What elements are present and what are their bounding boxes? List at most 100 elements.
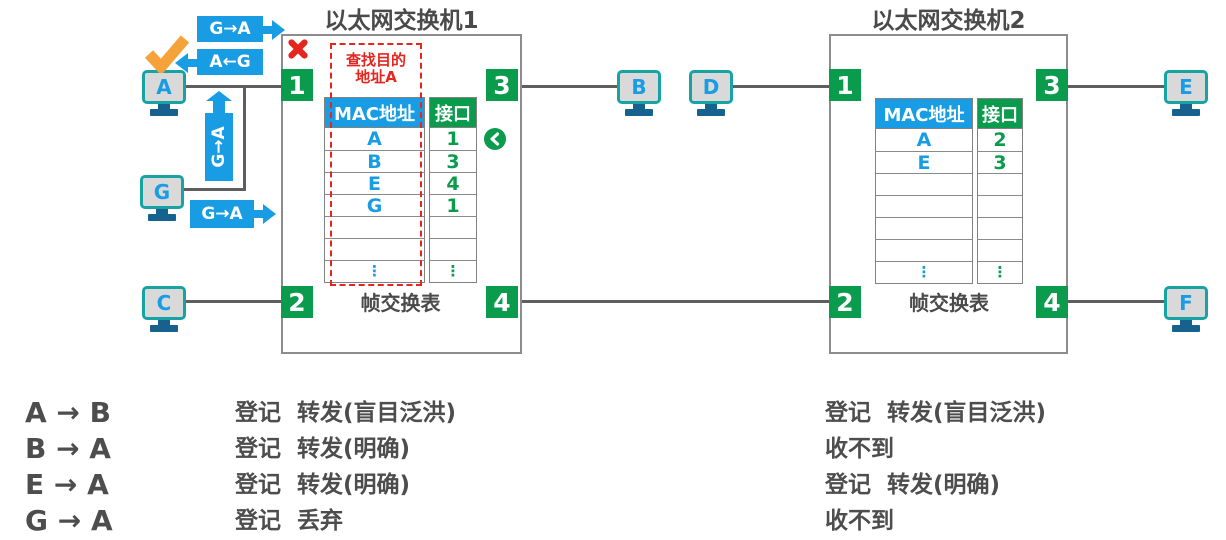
frame-label-A-from-G-reply: A←G (197, 49, 263, 75)
switch2-behavior: 登记 转发(盲目泛洪) (825, 400, 1047, 426)
host-D: D (689, 70, 733, 116)
table-cell-mac: ⋮ (325, 260, 424, 282)
table-cell-port: 4 (430, 172, 476, 194)
frame-label-G-to-A-bottom: G→A (190, 200, 254, 228)
row-pointer-icon (484, 128, 506, 150)
mac-address-header: MAC地址 (876, 99, 972, 129)
host-E: E (1164, 70, 1208, 116)
switch1-behavior: 登记 丢弃 (235, 508, 344, 534)
switch1-port-2: 2 (281, 286, 313, 318)
table-cell-mac (876, 239, 972, 261)
monitor-icon: A (142, 70, 186, 104)
table-cell-mac (876, 217, 972, 239)
host-label: G (153, 180, 171, 204)
monitor-base (697, 109, 725, 116)
event-row: A → B 登记 转发(盲目泛洪) 登记 转发(盲目泛洪) (0, 396, 1226, 430)
switch2-behavior: 收不到 (825, 508, 894, 534)
monitor-icon: C (142, 286, 186, 320)
table-cell-mac (876, 173, 972, 195)
arrow-right-icon (262, 19, 286, 41)
host-label: A (156, 75, 172, 99)
monitor-stand (1180, 320, 1192, 325)
switch2-port-1: 1 (829, 69, 861, 101)
host-label: C (156, 291, 172, 315)
switch1-behavior: 登记 转发(盲目泛洪) (235, 400, 457, 426)
table-cell-mac: ⋮ (876, 261, 972, 283)
monitor-base (150, 325, 178, 332)
frame-flow: E → A (25, 468, 109, 501)
link-sw1port4-sw2port2 (517, 300, 829, 303)
link-sw2port4-hostF (1068, 300, 1166, 303)
table-cell-mac: E (876, 151, 972, 173)
arrow-right-icon (253, 203, 277, 225)
monitor-icon: B (617, 70, 661, 104)
link-sw1port3-hostB (517, 85, 618, 88)
mac-address-header: MAC地址 (325, 98, 424, 128)
monitor-icon: F (1164, 286, 1208, 320)
monitor-icon: D (689, 70, 733, 104)
monitor-base (150, 109, 178, 116)
interface-header: 接口 (978, 99, 1022, 129)
switch2-table-caption: 帧交换表 (909, 291, 989, 315)
table-cell-mac (325, 216, 424, 238)
monitor-icon: E (1164, 70, 1208, 104)
link-sw2port3-hostE (1068, 85, 1166, 88)
switch1-behavior: 登记 转发(明确) (235, 472, 411, 498)
switch2-title: 以太网交换机2 (871, 8, 1026, 34)
table-cell-port: 3 (978, 151, 1022, 173)
switch1-title: 以太网交换机1 (324, 8, 479, 34)
lookup-destination-highlight: 查找目的 地址A (330, 43, 422, 286)
table-cell-port (978, 173, 1022, 195)
table-cell-mac: B (325, 150, 424, 172)
table-cell-mac (325, 238, 424, 260)
frame-label-text: G→A (209, 126, 229, 168)
monitor-stand (705, 104, 717, 109)
table-cell-port: ⋮ (430, 260, 476, 282)
host-B: B (617, 70, 661, 116)
table-cell-port: 2 (993, 129, 1007, 151)
table-cell-port (978, 195, 1022, 217)
frame-flow: G → A (25, 504, 113, 537)
lookup-note: 查找目的 地址A (332, 52, 420, 86)
table-cell-port (978, 239, 1022, 261)
table-cell-mac: A (916, 129, 932, 151)
frame-flow: B → A (25, 432, 111, 465)
monitor-base (1172, 109, 1200, 116)
cross-mark-icon (287, 38, 309, 60)
link-hostD-sw2port1 (731, 85, 829, 88)
link-hostC-sw1port2 (184, 300, 281, 303)
check-mark-icon (144, 35, 190, 76)
host-label: F (1179, 291, 1193, 315)
frame-flow: A → B (25, 396, 111, 429)
lookup-note-line1: 查找目的 (345, 51, 406, 69)
host-label: B (631, 75, 647, 99)
monitor-stand (1180, 104, 1192, 109)
table-cell-mac (876, 195, 972, 217)
table-cell-port: 3 (430, 150, 476, 172)
host-C: C (142, 286, 186, 332)
monitor-stand (156, 209, 168, 214)
switch2-port-2: 2 (829, 286, 861, 318)
monitor-stand (158, 320, 170, 325)
monitor-base (1172, 325, 1200, 332)
host-G: G (140, 175, 184, 221)
table-cell-port: 1 (430, 194, 476, 216)
switch1-port-4: 4 (486, 286, 518, 318)
link-branch-vertical (243, 86, 246, 191)
interface-header: 接口 (430, 98, 476, 128)
host-F: F (1164, 286, 1208, 332)
switch2-port-4: 4 (1036, 286, 1068, 318)
monitor-base (148, 214, 176, 221)
table-cell-mac: E (325, 172, 424, 194)
lookup-note-line2: 地址A (355, 68, 397, 86)
frame-label-G-to-A-vertical: G→A (205, 113, 233, 181)
table-cell-port (430, 216, 476, 238)
host-label: D (702, 75, 720, 99)
host-label: E (1179, 75, 1193, 99)
